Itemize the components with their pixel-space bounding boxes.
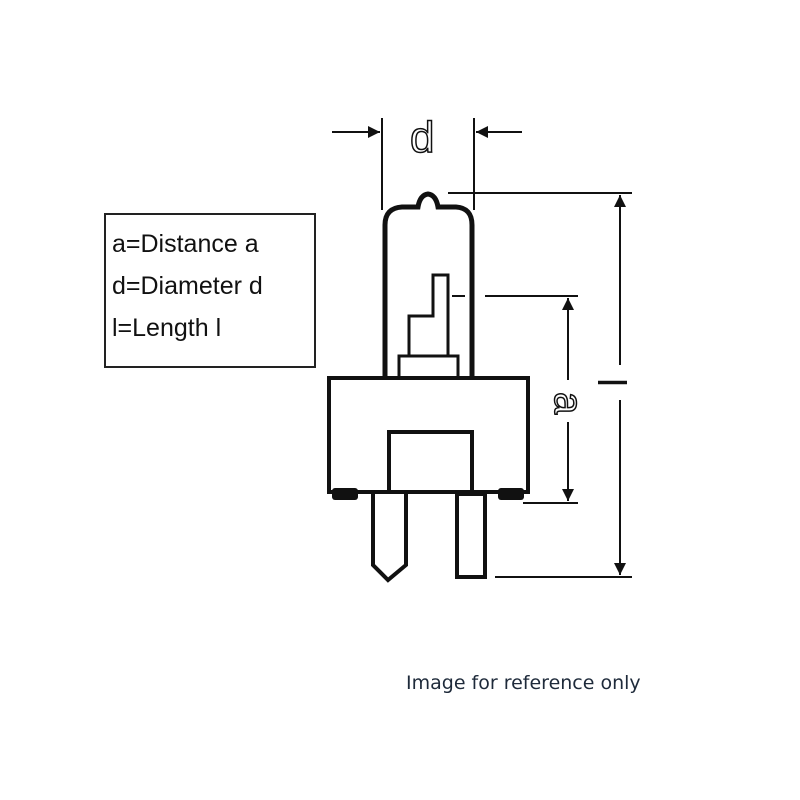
distance-dimension <box>452 295 578 504</box>
diameter-dimension <box>332 118 522 210</box>
pin-right <box>455 492 487 579</box>
lamp-base <box>327 376 530 494</box>
filament <box>407 273 450 356</box>
legend-line-a: a=Distance a <box>112 230 259 258</box>
legend-line-l: l=Length l <box>112 314 222 342</box>
label-d: d <box>410 113 434 162</box>
bulb-glass <box>382 191 475 377</box>
pin-left <box>371 494 408 583</box>
label-l: l <box>589 378 633 387</box>
pinch-seal <box>397 354 460 380</box>
base-inner <box>387 430 474 494</box>
length-dimension <box>448 192 632 578</box>
label-a: a <box>546 392 590 415</box>
reference-caption: Image for reference only <box>406 672 641 694</box>
legend-line-d: d=Diameter d <box>112 272 263 300</box>
legend-box: a=Distance a d=Diameter d l=Length l <box>104 213 316 368</box>
